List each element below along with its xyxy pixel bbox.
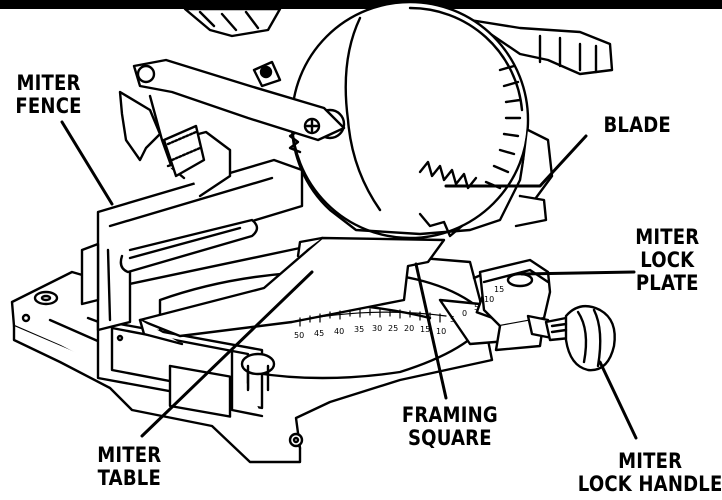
label-line: LOCK [640,248,695,272]
miter-scale-numbers: 50 45 40 35 30 25 20 15 10 5 0 5 10 15 [294,285,504,340]
leader-framing-square [414,262,448,400]
label-line: MITER [618,449,683,473]
scale-num: 20 [404,324,414,333]
scale-num: 5 [450,315,455,324]
label-miter-lock-handle: MITER LOCK HANDLE [578,450,722,496]
leader-miter-lock-handle [598,360,638,440]
framing-square [138,236,446,346]
scale-num: 50 [294,331,304,340]
scale-num: 40 [334,327,344,336]
scale-num: 25 [388,324,398,333]
scale-num: 45 [314,329,324,338]
leader-blade [444,134,588,188]
miter-fence [80,158,304,332]
label-line: MITER [635,225,700,249]
base-front-block [96,318,276,418]
label-line: BLADE [603,113,671,137]
label-line: FRAMING [401,403,498,427]
label-line: MITER [97,443,162,467]
bevel-scale [162,124,206,178]
saw-blade [288,0,554,240]
label-miter-fence: MITER FENCE [15,72,81,118]
motor-housing [183,7,614,76]
scale-num: 15 [494,285,504,294]
label-miter-lock-plate: MITER LOCK PLATE [635,226,699,295]
miter-lock-handle [526,304,616,372]
label-line: LOCK HANDLE [577,472,722,496]
label-blade: BLADE [603,114,670,137]
leader-miter-fence [60,120,114,206]
scale-num: 0 [462,309,467,318]
label-line: MITER [16,71,81,95]
top-border [0,0,722,9]
leader-lines [60,120,638,440]
scale-num: 10 [436,327,446,336]
label-framing-square: FRAMING SQUARE [402,404,498,450]
scale-num: 35 [354,325,364,334]
label-line: TABLE [97,466,161,490]
leader-miter-lock-plate [520,270,636,276]
leader-miter-table [140,270,314,438]
label-line: PLATE [635,271,699,295]
scale-num: 5 [474,303,479,312]
scale-num: 15 [420,325,430,334]
label-miter-table: MITER TABLE [97,444,161,490]
scale-num: 10 [484,295,494,304]
label-line: SQUARE [407,426,492,450]
scale-num: 30 [372,324,382,333]
label-line: FENCE [15,94,82,118]
